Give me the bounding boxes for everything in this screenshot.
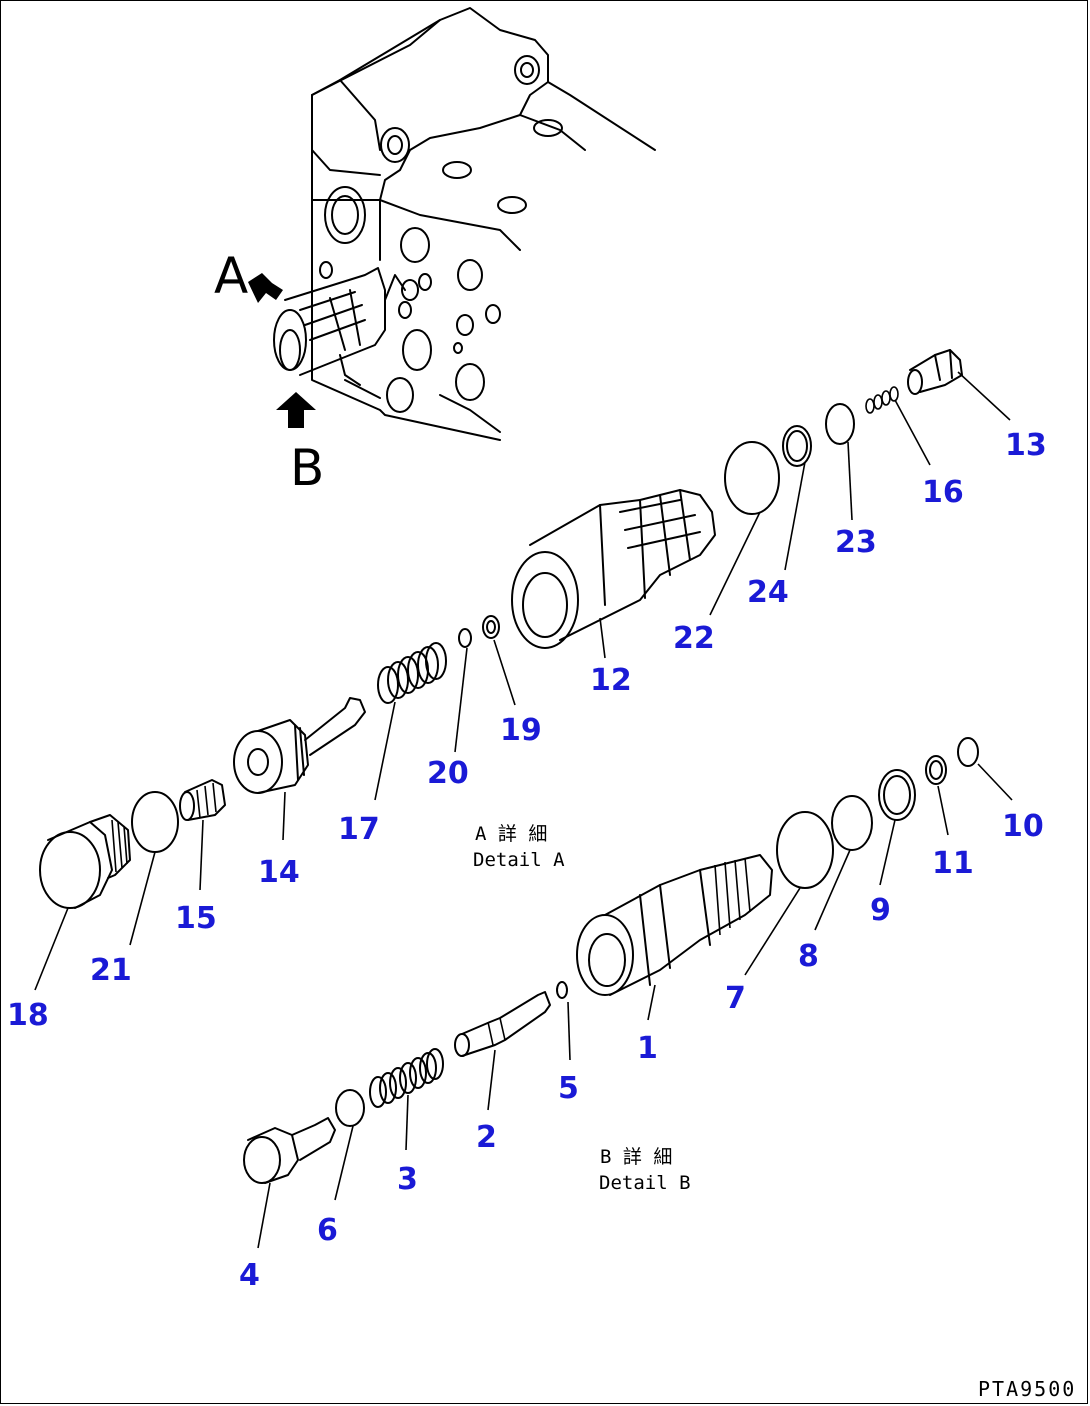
callout-3: 3 xyxy=(397,1162,418,1197)
callout-15: 15 xyxy=(175,901,217,936)
view-arrow-b xyxy=(276,392,316,428)
callout-13: 13 xyxy=(1005,428,1047,463)
callout-20: 20 xyxy=(427,756,469,791)
callout-10: 10 xyxy=(1002,809,1044,844)
part-10-o-ring xyxy=(957,737,979,767)
callout-5: 5 xyxy=(558,1071,579,1106)
part-16-spring xyxy=(865,386,899,414)
callout-8: 8 xyxy=(798,939,819,974)
view-label-b: B xyxy=(290,439,324,497)
callout-16: 16 xyxy=(922,475,964,510)
part-21-o-ring xyxy=(131,791,179,853)
callout-14: 14 xyxy=(258,855,300,890)
part-4-plug xyxy=(243,1117,336,1184)
callout-22: 22 xyxy=(673,621,715,656)
part-13-plug xyxy=(907,349,963,395)
drawing-code: PTA9500 xyxy=(978,1377,1076,1401)
callout-24: 24 xyxy=(747,575,789,610)
detail-a-caption: A 詳 細 Detail A xyxy=(473,823,565,871)
part-19-backup-ring xyxy=(482,615,500,639)
part-11-backup-ring xyxy=(925,755,947,785)
part-9-backup-ring xyxy=(878,769,916,821)
callout-21: 21 xyxy=(90,953,132,988)
callout-12: 12 xyxy=(590,663,632,698)
view-label-a: A xyxy=(214,247,248,305)
callout-4: 4 xyxy=(239,1258,260,1293)
part-18-plug xyxy=(39,814,131,909)
part-22-o-ring xyxy=(724,441,780,515)
callout-23: 23 xyxy=(835,525,877,560)
callout-9: 9 xyxy=(870,893,891,928)
callout-11: 11 xyxy=(932,846,974,881)
part-17-spring xyxy=(377,642,447,704)
part-3-spring xyxy=(369,1048,444,1108)
callout-18: 18 xyxy=(7,998,49,1033)
part-14-spool xyxy=(233,697,366,794)
part-5-o-ring xyxy=(556,981,568,999)
valve-body xyxy=(273,7,656,441)
part-12-sleeve xyxy=(511,489,716,649)
detail-b-caption: B 詳 細 Detail B xyxy=(599,1146,691,1194)
callout-6: 6 xyxy=(317,1213,338,1248)
part-2-poppet xyxy=(454,991,551,1057)
view-arrow-a xyxy=(248,273,283,303)
leader-lines xyxy=(34,371,1013,1249)
part-8-o-ring xyxy=(831,795,873,851)
part-20-o-ring xyxy=(458,628,472,648)
callout-7: 7 xyxy=(725,981,746,1016)
detail-a-en: Detail A xyxy=(473,849,565,871)
callout-1: 1 xyxy=(637,1031,658,1066)
callout-19: 19 xyxy=(500,713,542,748)
part-6-o-ring xyxy=(335,1089,365,1127)
part-24-backup-ring xyxy=(782,425,812,467)
detail-b-en: Detail B xyxy=(599,1172,691,1194)
callout-2: 2 xyxy=(476,1120,497,1155)
part-7-o-ring xyxy=(776,811,834,889)
detail-b-jp: B 詳 細 xyxy=(600,1146,672,1168)
callout-numbers: 13 16 23 24 22 12 19 20 17 14 15 21 18 1… xyxy=(7,428,1047,1293)
part-1-cartridge xyxy=(576,854,773,996)
detail-a-jp: A 詳 細 xyxy=(475,823,547,845)
callout-17: 17 xyxy=(338,812,380,847)
part-23-ring xyxy=(825,403,855,445)
part-15-spring xyxy=(179,779,226,821)
